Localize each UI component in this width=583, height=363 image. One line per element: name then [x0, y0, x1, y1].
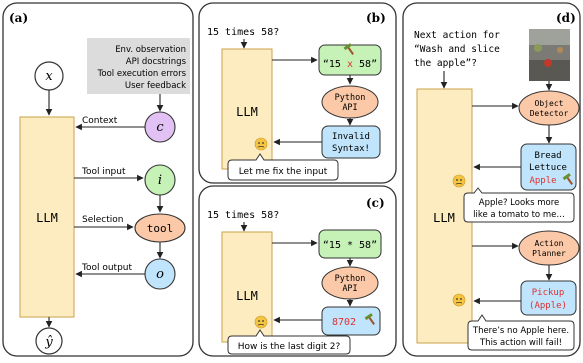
thought-bubble-b — [227, 153, 339, 181]
action-planner-node — [518, 230, 580, 266]
invalid-operator: x — [347, 59, 353, 70]
panel-d-query-line3: the apple”? — [414, 58, 477, 69]
hammer-icon — [364, 313, 375, 325]
context-item-4: User feedback — [125, 81, 186, 91]
thought-text-d2-line2: This action will fail! — [479, 338, 562, 348]
panel-b-label: (b) — [366, 11, 386, 25]
python-api-line2-b: API — [342, 103, 357, 113]
python-api-line1-c: Python — [335, 274, 366, 284]
object-detector-node — [518, 90, 580, 126]
thinking-face-icon-b — [254, 137, 268, 151]
panel-c-query: 15 times 58? — [207, 210, 279, 221]
context-item-2: API docstrings — [126, 57, 187, 67]
thought-text-d2-line1: There’s no Apple here. — [472, 326, 569, 336]
tool-input-i-label: i — [158, 173, 162, 188]
action-planner-line1: Action — [535, 239, 564, 248]
llm-label-d: LLM — [433, 211, 455, 225]
planner-output-box — [520, 280, 577, 316]
selection-label: Selection — [82, 215, 123, 225]
detector-output-line1: Bread — [534, 151, 561, 161]
tool-input-text-c: “15 * 58” — [323, 240, 377, 251]
action-planner-line2: Planner — [532, 249, 566, 258]
tool-output-line1-b: Invalid — [332, 132, 370, 142]
object-detector-line2: Detector — [530, 109, 569, 118]
thought-bubble-d1 — [463, 187, 575, 223]
panel-d-query-line2: “Wash and slice — [414, 44, 500, 55]
context-item-1: Env. observation — [115, 45, 186, 55]
llm-box — [19, 116, 75, 318]
hammer-icon — [343, 43, 354, 55]
tool-output-label: Tool output — [81, 263, 132, 273]
output-y-node — [35, 327, 63, 355]
object-detector-line1: Object — [535, 99, 564, 108]
input-x-label: x — [45, 69, 53, 84]
context-c-label: c — [156, 120, 164, 135]
panel-d-query-line1: Next action for — [414, 30, 500, 41]
panel-d: (d) Next action for “Wash and slice the … — [402, 2, 581, 357]
thought-text-b: Let me fix the input — [239, 167, 328, 177]
tool-input-label: Tool input — [81, 167, 126, 177]
planner-output-line2: (Apple) — [529, 301, 567, 311]
tool-output-box-c — [321, 306, 381, 336]
llm-label-b: LLM — [236, 105, 258, 119]
python-api-line2-c: API — [342, 284, 357, 294]
context-item-3: Tool execution errors — [97, 69, 187, 79]
panel-c: (c) 15 times 58? LLM “15 * 58” Python AP… — [198, 185, 397, 357]
panel-c-label: (c) — [366, 196, 385, 210]
output-y-label: ŷ — [44, 335, 53, 350]
thought-bubble-c — [227, 329, 351, 355]
llm-label: LLM — [36, 211, 58, 225]
python-api-line1-b: Python — [335, 93, 366, 103]
planner-output-line1: Pickup — [532, 288, 565, 298]
tool-output-line2-b: Syntax! — [332, 144, 370, 154]
panel-b: (b) 15 times 58? LLM “15 x 58” Python AP… — [198, 2, 397, 184]
tool-input-text-b: “15 x 58” — [323, 59, 377, 70]
hammer-icon — [562, 173, 573, 185]
detector-output-line2: Lettuce — [529, 163, 567, 173]
thought-text-c: How is the last digit 2? — [238, 342, 341, 352]
thought-bubble-d2 — [467, 314, 575, 351]
tool-output-text-c: 8702 — [332, 317, 356, 328]
tool-label: tool — [147, 222, 174, 235]
panel-a: (a) x Env. observation API docstrings To… — [2, 2, 194, 357]
thinking-face-icon-c — [254, 315, 268, 329]
thought-text-d1-line2: like a tomato to me… — [473, 210, 565, 220]
thinking-face-icon-d2 — [452, 293, 466, 307]
context-source-box — [87, 38, 190, 94]
panel-a-label: (a) — [9, 11, 28, 25]
thinking-face-icon-d1 — [452, 174, 466, 188]
panel-d-label: (d) — [556, 11, 576, 25]
detector-output-line3: Apple — [529, 176, 556, 186]
context-label: Context — [82, 116, 118, 126]
llm-label-c: LLM — [236, 289, 258, 303]
tool-output-o-label: o — [156, 267, 164, 282]
thought-text-d1-line1: Apple? Looks more — [479, 198, 559, 208]
kitchen-scene-image — [529, 29, 570, 81]
panel-b-query: 15 times 58? — [207, 27, 279, 38]
